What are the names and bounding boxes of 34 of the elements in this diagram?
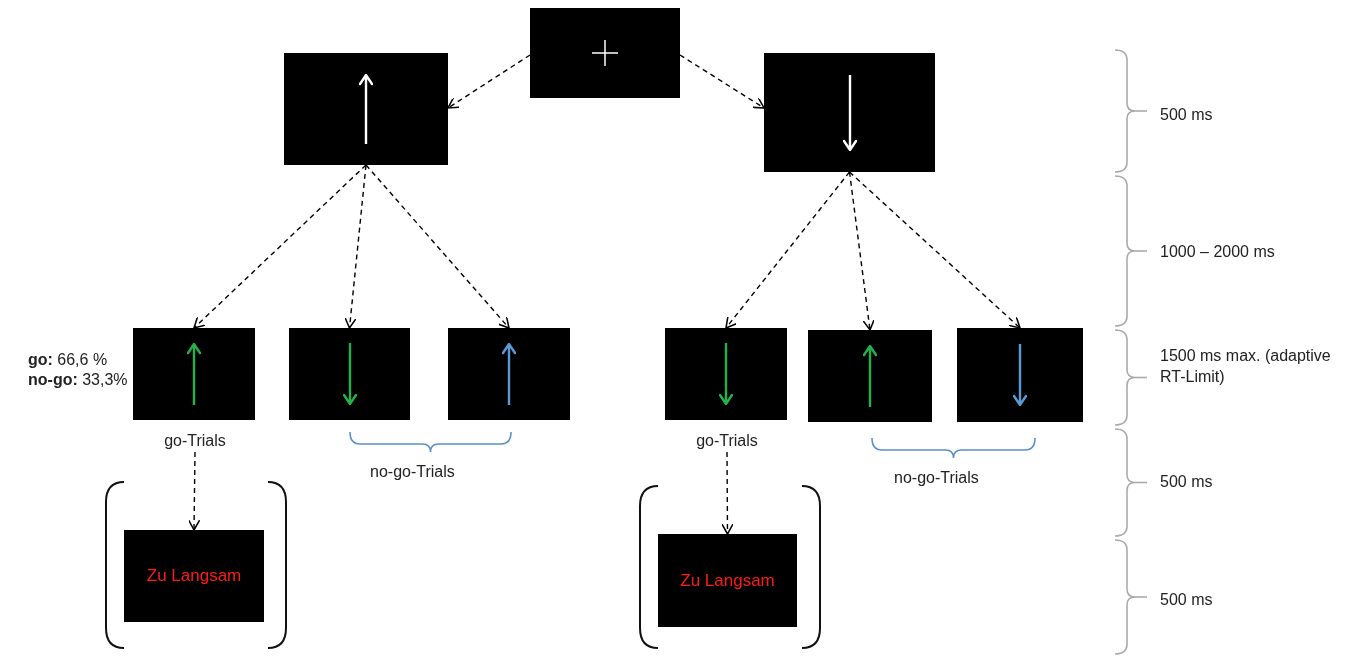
stimulus-screen [665, 328, 787, 420]
arrow [679, 54, 765, 109]
arrow [344, 164, 367, 329]
arrow [848, 171, 875, 331]
feedback-screen [658, 534, 797, 627]
feedback-screen [124, 530, 264, 622]
duration-label: 1500 ms max. (adaptive RT-Limit) [1160, 346, 1332, 387]
feedback-text: Zu Langsam [146, 566, 242, 586]
probability-label: go: 66,6 % [28, 350, 108, 370]
arrow [447, 54, 531, 109]
arrow [725, 171, 851, 329]
stimulus-screen [133, 328, 255, 420]
trial-type-label: go-Trials [164, 432, 226, 450]
trial-type-label: no-go-Trials [370, 462, 455, 482]
duration-label: 1000 – 2000 ms [1160, 242, 1275, 262]
stimulus-screen [808, 330, 932, 422]
arrow [848, 171, 1021, 329]
stimulus-screen [284, 53, 448, 165]
duration-label: 500 ms [1160, 590, 1213, 610]
trial-type-label: go-Trials [696, 432, 758, 450]
feedback-text: Zu Langsam [680, 570, 775, 591]
probability-label: no-go: 33,3% [28, 370, 128, 390]
duration-label: 500 ms [1160, 105, 1213, 125]
stimulus-screen [764, 53, 935, 172]
stimulus-screen [530, 8, 680, 98]
duration-label: 500 ms [1160, 472, 1213, 492]
stimulus-screen [957, 328, 1083, 422]
stimulus-screen [448, 328, 570, 420]
arrow [365, 164, 510, 329]
trial-type-label: no-go-Trials [894, 468, 979, 488]
arrow [187, 451, 201, 531]
arrow [193, 164, 367, 329]
arrow [721, 451, 734, 535]
stimulus-screen [289, 328, 410, 420]
